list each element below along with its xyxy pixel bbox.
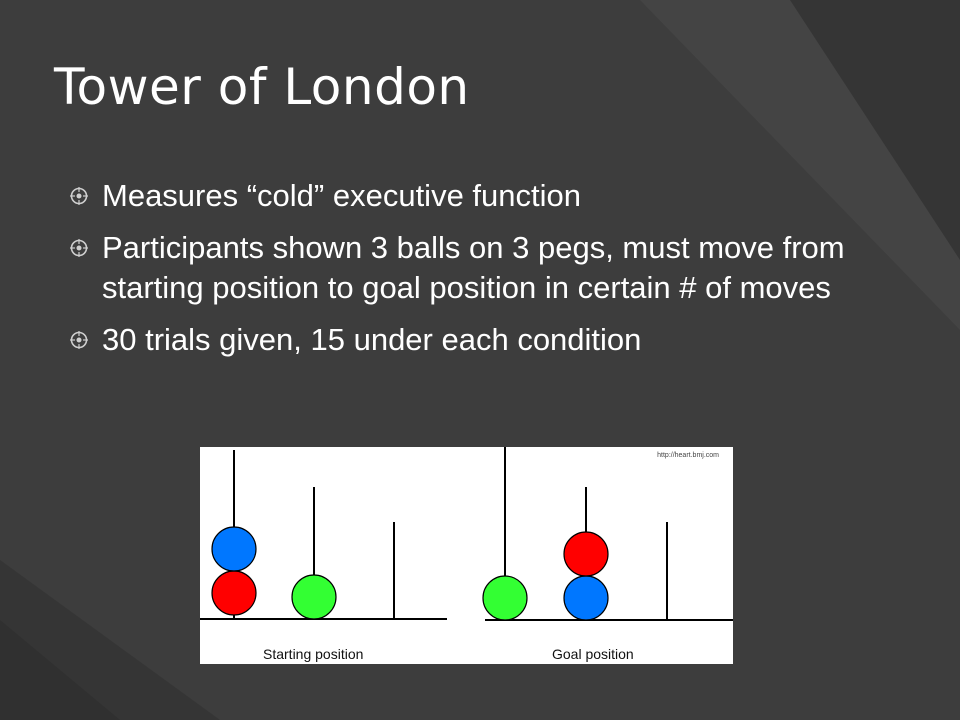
crosshair-circle-icon bbox=[70, 187, 88, 205]
bullet-item: Measures “cold” executive function bbox=[70, 176, 870, 216]
bullet-item: Participants shown 3 balls on 3 pegs, mu… bbox=[70, 228, 870, 308]
start-ball-red bbox=[211, 570, 257, 616]
image-credit: http://heart.bmj.com bbox=[657, 452, 719, 459]
tower-diagram bbox=[200, 447, 733, 621]
crosshair-circle-icon bbox=[70, 239, 88, 257]
bullet-text: Measures “cold” executive function bbox=[102, 178, 582, 213]
start-ball-blue bbox=[211, 526, 257, 572]
crosshair-circle-icon bbox=[70, 331, 88, 349]
slide-title: Tower of London bbox=[54, 58, 470, 116]
bullet-list: Measures “cold” executive function Parti… bbox=[70, 176, 870, 372]
goal-ball-red bbox=[563, 531, 609, 577]
starting-position-caption: Starting position bbox=[263, 646, 364, 662]
bullet-text: Participants shown 3 balls on 3 pegs, mu… bbox=[102, 230, 845, 305]
bullet-item: 30 trials given, 15 under each condition bbox=[70, 320, 870, 360]
goal-ball-green bbox=[482, 575, 528, 621]
goal-ball-blue bbox=[563, 575, 609, 621]
start-ball-green bbox=[291, 574, 337, 620]
tower-of-london-figure: http://heart.bmj.com Starting position G… bbox=[200, 447, 733, 664]
bullet-text: 30 trials given, 15 under each condition bbox=[102, 322, 642, 357]
goal-position-caption: Goal position bbox=[552, 646, 634, 662]
